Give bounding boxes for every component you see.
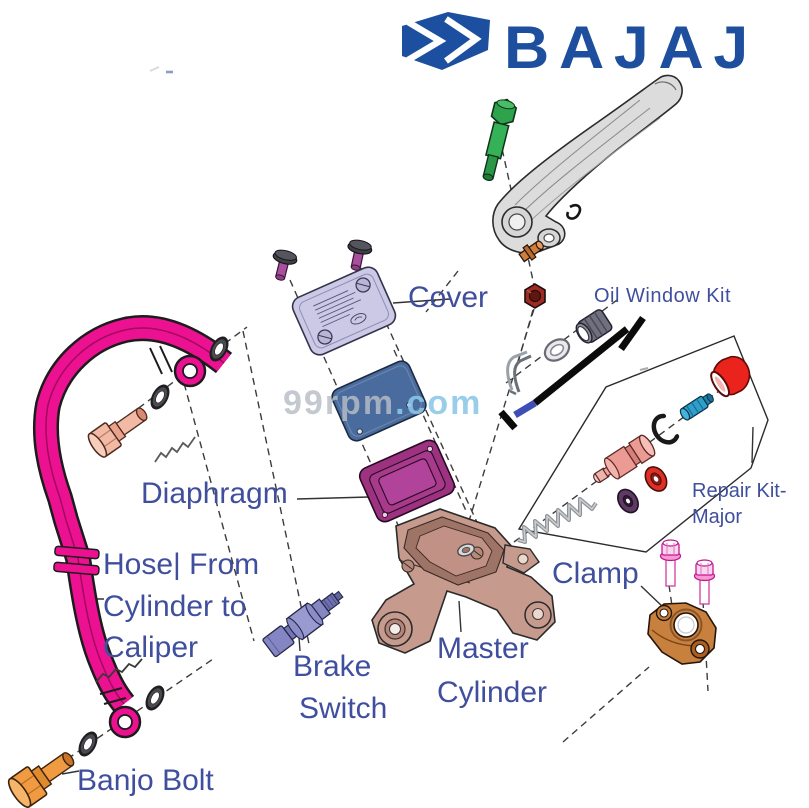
brake-hose-part bbox=[32, 315, 233, 739]
label-master-cylinder-line2: Cylinder bbox=[437, 676, 548, 709]
oil-window-oring-part bbox=[543, 338, 571, 362]
oil-window-clip-part bbox=[506, 350, 532, 396]
label-brake-switch-line2: Switch bbox=[299, 692, 388, 725]
piston-pin-part bbox=[679, 393, 714, 421]
watermark-name: 99rpm bbox=[283, 384, 396, 422]
label-clamp: Clamp bbox=[552, 557, 639, 590]
label-diaphragm: Diaphragm bbox=[141, 477, 288, 510]
brand-header: BAJAJ bbox=[396, 4, 748, 78]
watermark-tld: .com bbox=[395, 384, 483, 422]
brake-lever-part bbox=[492, 74, 683, 254]
brake-switch-part bbox=[262, 590, 344, 658]
reservoir-plate-part bbox=[331, 360, 427, 442]
master-cylinder-part bbox=[371, 508, 556, 654]
label-repair-kit: Repair Kit- Major bbox=[692, 481, 786, 528]
label-master-cylinder-line1: Master bbox=[437, 632, 529, 665]
label-hose-line2: Cylinder to bbox=[103, 589, 247, 623]
cover-screw-part bbox=[272, 249, 298, 281]
oil-window-glass-part bbox=[575, 309, 613, 344]
lever-e-clip-part bbox=[566, 203, 582, 220]
brake-switch-leader bbox=[298, 636, 301, 652]
handlebar-clamp-part bbox=[647, 602, 717, 665]
label-oil-window-kit: Oil Window Kit bbox=[594, 285, 732, 307]
diaphragm-leader bbox=[296, 496, 370, 500]
scan-artifact-marks bbox=[149, 66, 649, 371]
hose-washer-part bbox=[78, 336, 229, 757]
secondary-seal-part bbox=[617, 488, 639, 514]
label-repair-kit-line1: Repair Kit- bbox=[692, 480, 787, 502]
diaphragm-part bbox=[358, 439, 456, 523]
banjo-bolt-upper-part bbox=[87, 407, 148, 458]
label-hose-line3: Caliper bbox=[103, 631, 199, 664]
master-cylinder-leader bbox=[458, 600, 462, 633]
clamp-leader bbox=[640, 585, 665, 609]
label-cover: Cover bbox=[408, 281, 489, 314]
clamp-bolt-part bbox=[659, 539, 682, 587]
piston-assembly-part bbox=[593, 434, 656, 484]
brand-wordmark: BAJAJ bbox=[504, 13, 758, 82]
label-hose-line1: Hose| From bbox=[103, 548, 260, 581]
circlip-part bbox=[651, 413, 680, 445]
hose-twist-mark bbox=[154, 436, 196, 463]
reservoir-cover-part bbox=[291, 266, 397, 356]
lever-lock-nut-part bbox=[524, 283, 546, 309]
hose-twist-mark bbox=[95, 658, 143, 683]
primary-seal-part bbox=[644, 466, 668, 492]
cover-screw-part bbox=[347, 239, 373, 271]
label-hose: Hose| From Cylinder to Caliper bbox=[103, 549, 259, 664]
banjo-bolt-leader bbox=[61, 770, 80, 775]
lever-pivot-bolt-part bbox=[482, 98, 518, 181]
label-brake-switch-line1: Brake bbox=[293, 650, 372, 683]
rubber-boot-part bbox=[710, 355, 751, 398]
oil-window-bracket bbox=[498, 315, 646, 431]
cover-leader bbox=[392, 298, 451, 304]
label-banjo-bolt: Banjo Bolt bbox=[77, 764, 214, 797]
clamp-bolt-part bbox=[693, 559, 716, 605]
banjo-bolt-lower-part bbox=[7, 752, 75, 808]
return-spring-part bbox=[517, 497, 598, 544]
repair-kit-leader bbox=[751, 426, 754, 464]
lever-adjuster-screw-part bbox=[518, 240, 544, 263]
label-repair-kit-line2: Major bbox=[692, 506, 743, 528]
bajaj-logo-icon bbox=[402, 12, 490, 70]
watermark: 99rpm.com bbox=[283, 384, 482, 423]
